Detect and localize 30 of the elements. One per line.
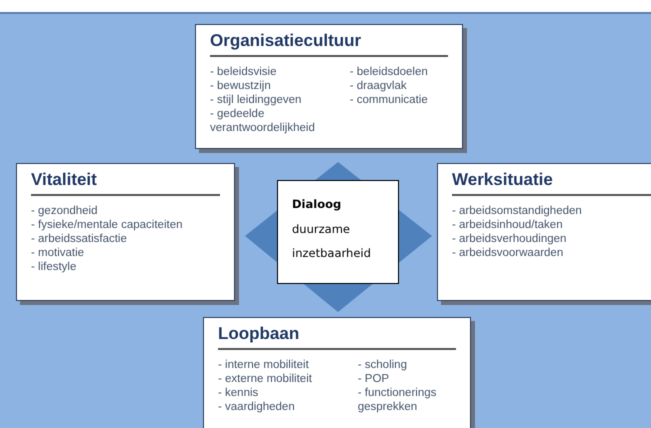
list-item: - beleidsvisie [210,65,278,79]
center-heading: Dialoog [292,197,342,211]
list-item: - communicatie [350,93,429,107]
list-item: - gedeelde verantwoordelijkheid [210,107,316,135]
list-item: - arbeidsomstandigheden [452,204,582,218]
card-heading: Loopbaan [218,324,456,350]
list-item: - arbeidsverhoudingen [452,232,568,246]
list-item: - stijl leidinggeven [210,93,302,107]
list-item: - externe mobiliteit [218,372,313,386]
list-item: - POP [358,372,390,386]
list-item: - vaardigheden [218,400,296,414]
list-item: - gezondheid [31,204,98,218]
list-item: - arbeidssatisfactie [31,232,128,246]
list-item: - beleidsdoelen [350,65,429,79]
list-item: - draagvlak [350,79,408,93]
center-text: duurzame inzetbaarheid [292,221,372,262]
list-item: - scholing [358,358,408,372]
list-item: - bewustzijn [210,79,272,93]
list-item: - arbeidsinhoud/taken [452,218,564,232]
card-heading: Organisatiecultuur [210,31,448,57]
card-heading: Werksituatie [452,170,651,196]
list-item: - interne mobiliteit [218,358,310,372]
list-item: - lifestyle [31,260,78,274]
center-box [277,180,399,284]
list-item: - kennis [218,386,260,400]
card-heading: Vitaliteit [31,170,220,196]
list-item: - functionerings gesprekken [358,386,438,414]
list-item: - arbeidsvoorwaarden [452,246,564,260]
list-item: - motivatie [31,246,86,260]
list-item: - fysieke/mentale capaciteiten [31,218,182,232]
